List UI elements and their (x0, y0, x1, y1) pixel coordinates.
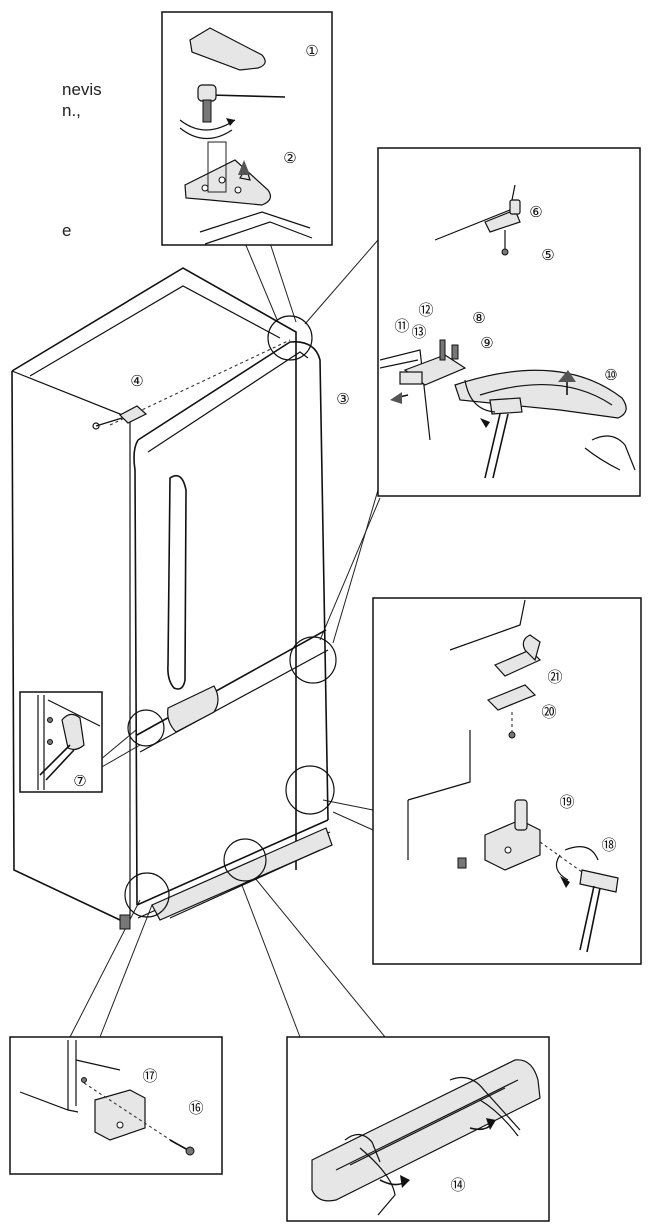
callout-1: ① (305, 42, 318, 60)
callout-12: ⑫ (418, 301, 433, 319)
callout-8: ⑧ (472, 309, 485, 327)
inset-lower-hinge (372, 597, 642, 965)
callouts: ① ② ③ ④ ⑤ ⑥ ⑦ ⑧ ⑨ ⑩ ⑪ ⑫ ⑬ ⑭ ⑯ ⑰ ⑱ ⑲ ⑳ ㉑ (73, 42, 617, 1194)
callout-18: ⑱ (601, 836, 616, 854)
callout-6: ⑥ (529, 203, 542, 221)
callout-2: ② (283, 149, 296, 167)
callout-11: ⑪ (394, 317, 409, 335)
callout-5: ⑤ (541, 246, 554, 264)
leader-lines (69, 239, 386, 1038)
callout-7: ⑦ (73, 772, 86, 790)
callout-21: ㉑ (547, 668, 562, 686)
callout-20: ⑳ (541, 703, 556, 721)
callout-4: ④ (130, 372, 143, 390)
cropped-text-line-3: e (62, 221, 72, 240)
callout-17: ⑰ (142, 1067, 157, 1085)
cropped-text-line-2: n., (62, 101, 81, 120)
cropped-text-line-1: nevis (62, 80, 102, 99)
refrigerator (11, 267, 337, 930)
inset-left-handle (19, 691, 103, 793)
inset-middle-hinge (377, 147, 641, 497)
inset-bottom-bracket (9, 1036, 223, 1175)
callout-13: ⑬ (411, 323, 426, 341)
callout-10: ⑩ (604, 366, 617, 384)
callout-9: ⑨ (480, 334, 493, 352)
callout-16: ⑯ (188, 1099, 203, 1117)
callout-19: ⑲ (559, 793, 574, 811)
inset-top-hinge (161, 11, 333, 246)
inset-bottom-cover (286, 1036, 550, 1222)
callout-3: ③ (336, 390, 349, 408)
callout-14: ⑭ (450, 1176, 465, 1194)
